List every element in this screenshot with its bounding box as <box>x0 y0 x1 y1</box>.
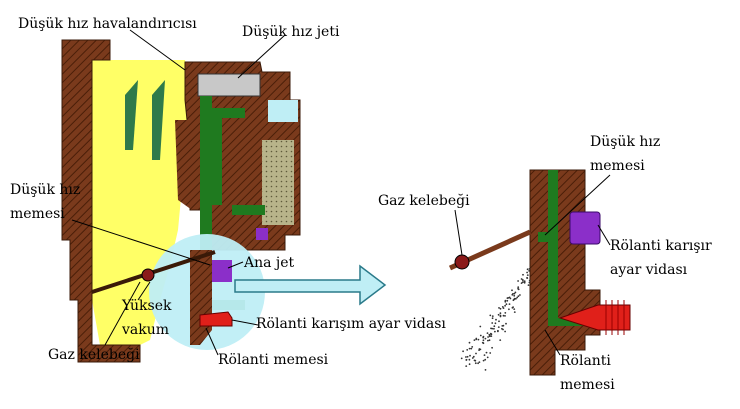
label-throttle-left: Gaz kelebeği <box>48 347 140 363</box>
label-low-speed-nozzle-right-2: memesi <box>590 158 645 174</box>
spray-dots <box>461 268 531 371</box>
label-idle-mix-screw-right-2: ayar vidası <box>610 262 687 278</box>
jet-part-right <box>570 212 600 244</box>
label-low-speed-nozzle-left-1: Düşük hız <box>10 182 80 198</box>
label-idle-nozzle-right-2: memesi <box>560 377 615 393</box>
label-idle-nozzle-left: Rölanti memesi <box>218 352 328 368</box>
label-low-speed-nozzle-left-2: memesi <box>10 206 65 222</box>
float-bowl <box>262 140 294 225</box>
label-high-vacuum-1: Yüksek <box>122 298 171 314</box>
main-jet-part <box>212 260 232 282</box>
label-main-jet: Ana jet <box>244 255 294 271</box>
throttle-shaft-right <box>455 255 469 269</box>
label-idle-mix-screw-left: Rölanti karışım ayar vidası <box>256 316 446 332</box>
label-throttle-right: Gaz kelebeği <box>378 193 470 209</box>
leader-throttle-right <box>455 210 462 255</box>
label-low-speed-vent: Düşük hız havalandırıcısı <box>18 16 197 32</box>
vent-channel <box>268 100 298 122</box>
label-low-speed-jet: Düşük hız jeti <box>242 24 339 40</box>
label-idle-nozzle-right-1: Rölanti <box>560 353 611 369</box>
fuel-channel-cross <box>232 205 265 215</box>
label-low-speed-nozzle-right-1: Düşük hız <box>590 134 660 150</box>
label-high-vacuum-2: vakum <box>122 322 169 338</box>
jet-cap <box>198 74 260 96</box>
label-idle-mix-screw-right-1: Rölanti karışır <box>610 238 712 254</box>
right-body <box>530 170 600 375</box>
jet-small-part <box>256 228 268 240</box>
throttle-shaft-left <box>142 269 154 281</box>
idle-screw-left <box>200 312 232 326</box>
